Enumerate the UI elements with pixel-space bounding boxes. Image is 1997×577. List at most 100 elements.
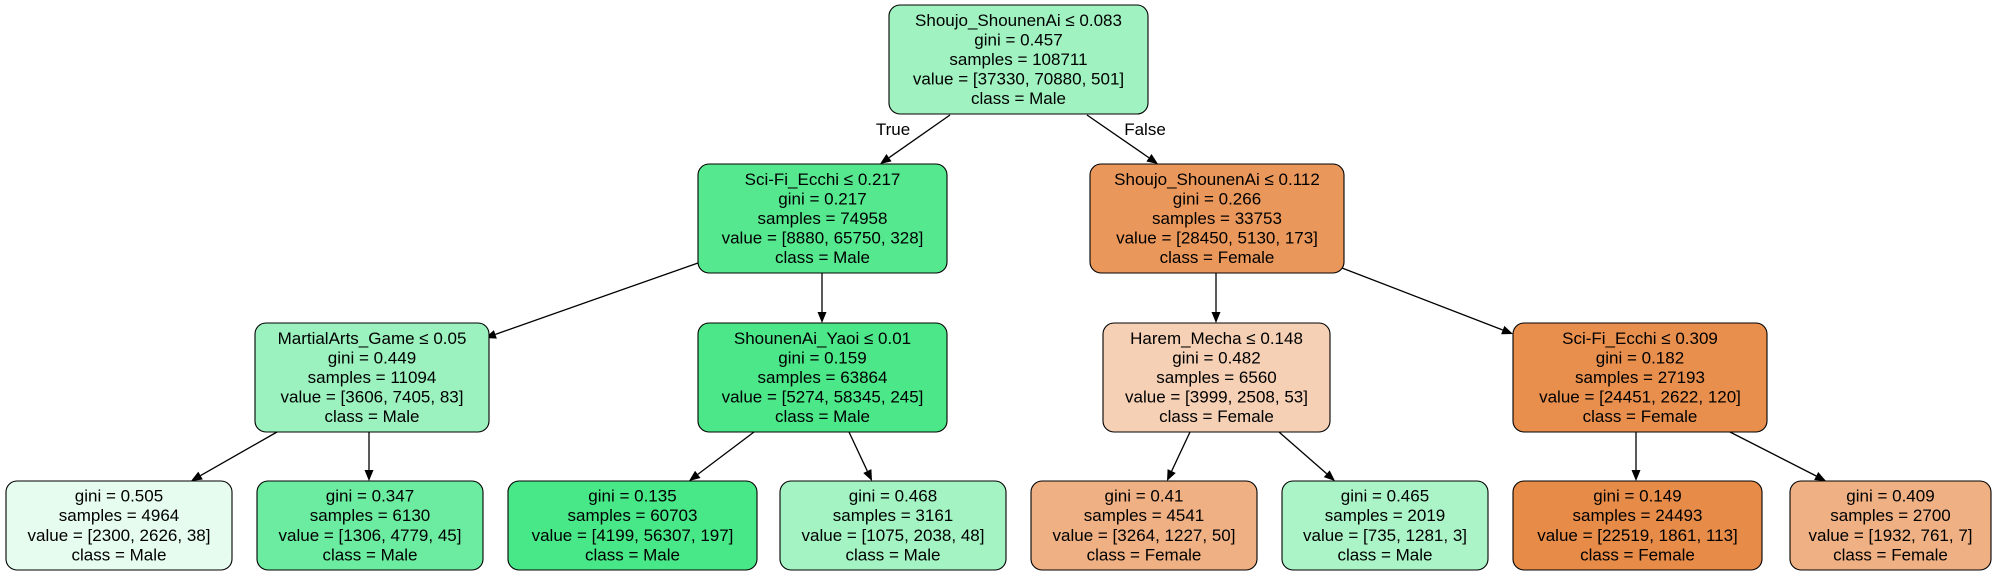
node-box [1102,322,1331,433]
node-text-line: class = Male [72,545,167,564]
node-text-line: class = Female [1160,248,1275,267]
edge-line [1086,114,1150,159]
node-text-line: value = [8880, 65750, 328] [722,229,924,248]
node-text-line: gini = 0.217 [778,189,866,208]
node-text-line: gini = 0.266 [1173,189,1261,208]
node-text-line: Sci-Fi_Ecchi ≤ 0.309 [1562,329,1718,348]
node-text-line: gini = 0.159 [778,348,866,367]
arrowhead [1814,471,1826,481]
node-text-line: value = [4199, 56307, 197] [532,526,734,545]
edge-label-false: False [1124,120,1166,139]
node-text-line: Sci-Fi_Ecchi ≤ 0.217 [745,170,901,189]
edge-line [1341,267,1503,331]
node-text-line: gini = 0.465 [1341,487,1429,506]
arrowhead [689,470,701,481]
node-text-line: value = [1075, 2038, 48] [802,526,985,545]
edge-n2-n6 [1341,267,1513,335]
edge-n4-n9 [689,431,755,481]
node-text-line: value = [3999, 2508, 53] [1125,388,1308,407]
node-box [507,480,758,571]
node-text-line: class = Female [1583,407,1698,426]
node-text-line: class = Male [585,545,680,564]
node-text-line: value = [735, 1281, 3] [1303,526,1467,545]
edge-n0-n2: False [1086,114,1166,164]
node-text-line: Harem_Mecha ≤ 0.148 [1130,329,1303,348]
node-text-line: value = [2300, 2626, 38] [28,526,211,545]
node-text-line: gini = 0.409 [1846,487,1934,506]
node-box [1030,480,1258,571]
arrowhead [364,470,374,481]
node-text-line: value = [24451, 2622, 120] [1539,388,1741,407]
node-text-line: class = Male [846,545,941,564]
arrowhead [880,154,892,164]
node-text-line: samples = 4541 [1084,506,1205,525]
edge-line [1278,431,1328,475]
edge-n3-n8 [364,432,374,481]
node-text-line: samples = 4964 [59,506,180,525]
node-text-line: gini = 0.457 [974,30,1062,49]
node-text-line: samples = 108711 [949,50,1087,69]
node-text-line: gini = 0.41 [1105,487,1184,506]
arrowhead [1146,154,1158,164]
node-text-line: samples = 60703 [568,506,698,525]
edge-line [848,431,868,472]
node-box [779,480,1007,571]
node-text-line: value = [3606, 7405, 83] [281,388,464,407]
arrowhead [1501,325,1513,335]
node-text-line: class = Female [1580,545,1695,564]
edge-n4-n10 [848,431,872,481]
arrowhead [863,469,872,481]
node-text-line: class = Female [1833,545,1948,564]
node-text-line: samples = 74958 [758,209,888,228]
edge-n6-n14 [1729,431,1826,481]
arrowhead [1211,312,1221,323]
arrowhead [1631,470,1641,481]
edge-n1-n4 [817,273,827,323]
edge-line [697,431,755,475]
edge-n1-n3 [485,262,699,339]
node-box [697,163,948,274]
node-box [1512,480,1763,571]
node-text-line: class = Male [1338,545,1433,564]
node-text-line: gini = 0.347 [326,487,414,506]
node-text-line: class = Male [775,248,870,267]
node-text-line: class = Male [775,407,870,426]
node-text-line: value = [1932, 761, 7] [1809,526,1973,545]
edge-n5-n12 [1278,431,1335,481]
edge-n0-n1: True [876,114,951,164]
edge-line [1729,431,1817,477]
node-text-line: gini = 0.505 [75,487,163,506]
edge-n6-n13 [1631,432,1641,481]
node-text-line: gini = 0.468 [849,487,937,506]
node-text-line: ShounenAi_Yaoi ≤ 0.01 [734,329,911,348]
edge-line [495,262,699,335]
node-text-line: value = [22519, 1861, 113] [1537,526,1738,545]
edge-label-true: True [876,120,910,139]
node-text-line: samples = 6560 [1156,368,1277,387]
node-text-line: class = Female [1159,407,1274,426]
node-text-line: gini = 0.182 [1596,348,1684,367]
node-text-line: value = [37330, 70880, 501] [913,70,1124,89]
node-text-line: value = [5274, 58345, 245] [722,388,924,407]
edge-n5-n11 [1167,431,1191,481]
node-text-line: samples = 63864 [758,368,888,387]
node-text-line: value = [1306, 4779, 45] [279,526,462,545]
node-text-line: samples = 24493 [1573,506,1703,525]
arrowhead [1323,470,1335,481]
node-text-line: samples = 3161 [833,506,954,525]
node-text-line: Shoujo_ShounenAi ≤ 0.083 [915,11,1122,30]
